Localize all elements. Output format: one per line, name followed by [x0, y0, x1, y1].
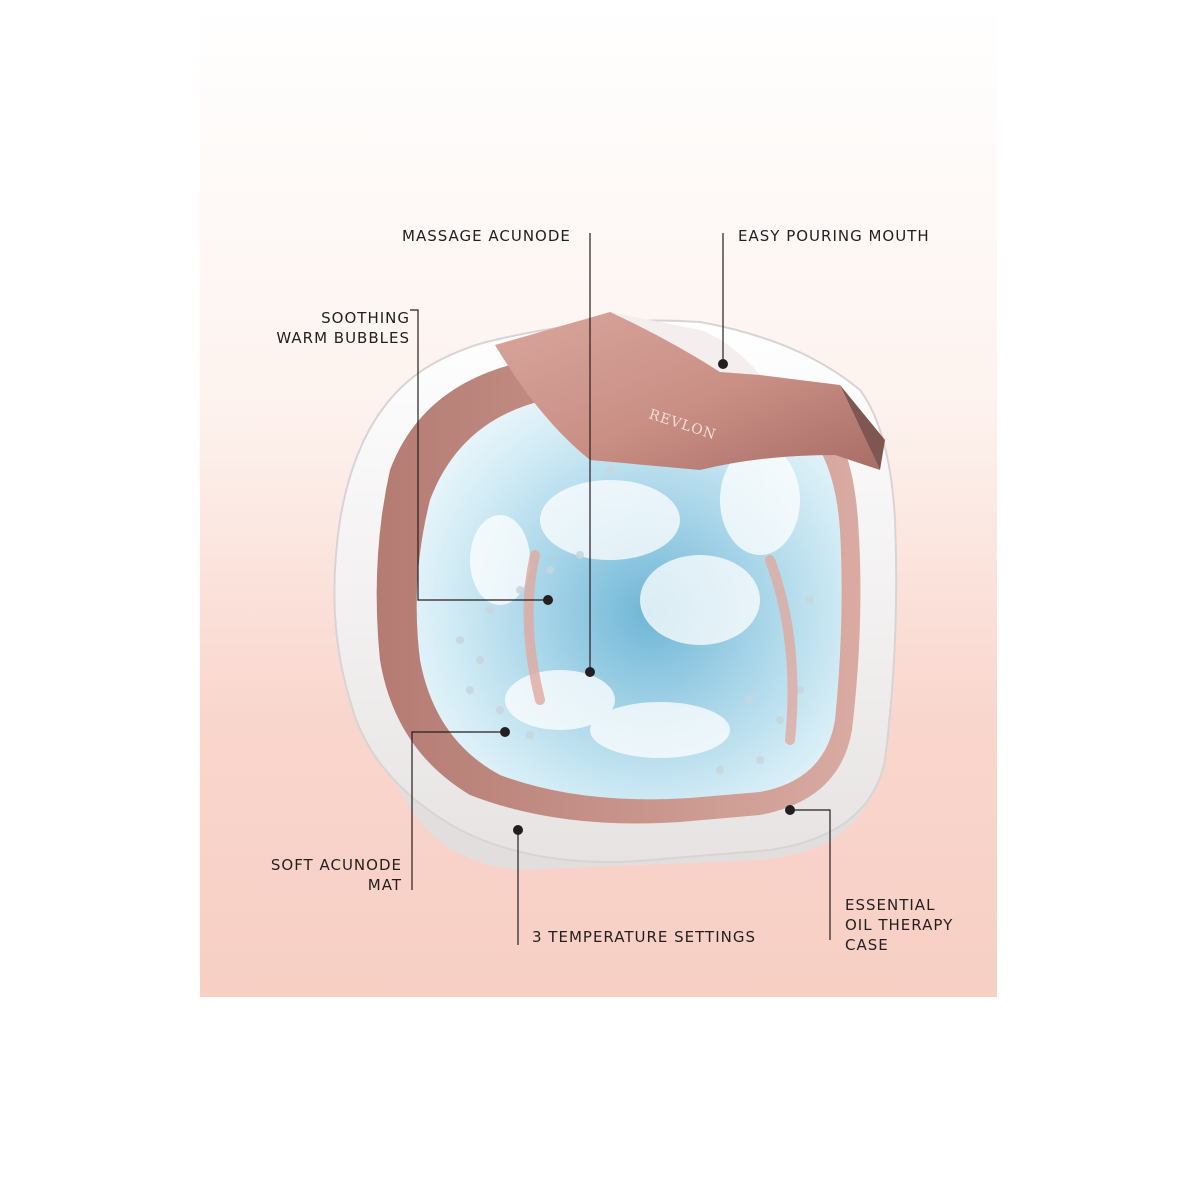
callout-line: OIL THERAPY: [845, 916, 954, 934]
callout-soft-acunode-mat: SOFT ACUNODE MAT: [250, 855, 402, 895]
callout-soothing-warm-bubbles: SOOTHING WARM BUBBLES: [260, 308, 410, 348]
callout-line: WARM BUBBLES: [276, 329, 410, 347]
callout-line: ESSENTIAL: [845, 896, 936, 914]
leader-lines: [410, 233, 831, 945]
callout-massage-acunode: MASSAGE ACUNODE: [402, 227, 571, 245]
callout-line: SOOTHING: [321, 309, 410, 327]
bubbles: [470, 445, 800, 758]
callout-line: SOFT ACUNODE: [270, 856, 402, 874]
callout-easy-pouring-mouth: EASY POURING MOUTH: [738, 227, 930, 245]
rose-gold-shadow: [840, 385, 885, 470]
callout-line: MAT: [367, 876, 402, 894]
callout-line: CASE: [845, 936, 889, 954]
rose-gold-handle: [495, 312, 880, 470]
callout-temperature-settings: 3 TEMPERATURE SETTINGS: [532, 928, 756, 946]
callout-essential-oil-therapy-case: ESSENTIAL OIL THERAPY CASE: [845, 895, 953, 955]
leader-dots: [500, 359, 795, 835]
massage-rollers: [523, 550, 798, 745]
